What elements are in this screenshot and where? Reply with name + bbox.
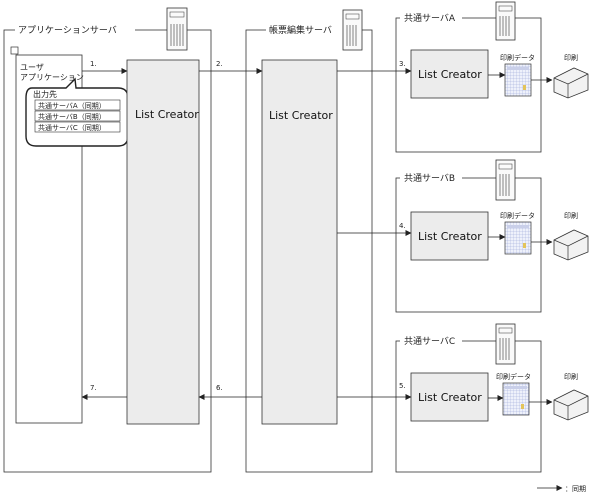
shared-c-list-creator-label: List Creator [418,391,482,404]
report-server-frame: 帳票編集サーバ [245,24,373,473]
output-dest-item-c: 共通サーバC（同期） [38,123,106,132]
shared-server-b-frame: 共通サーバB [395,172,542,313]
shared-c-printer-icon [553,389,589,421]
step-label-2: 2. [216,60,223,68]
app-server-icon [166,7,188,51]
step-label-3: 3. [399,60,406,68]
output-dest-title: 出力先 [33,89,57,99]
shared-server-b-icon [495,159,516,201]
report-list-creator-bar: List Creator [261,59,338,425]
step-label-5: 5. [399,382,406,390]
app-list-creator-bar: List Creator [126,59,200,425]
report-server-icon [342,9,363,51]
shared-b-print-document-icon [504,221,532,255]
shared-server-a-frame: 共通サーバA [395,12,542,153]
shared-b-printer-icon [553,229,589,261]
shared-b-list-creator-label: List Creator [418,230,482,243]
shared-c-print-document-icon [502,382,530,416]
shared-b-print-data-label: 印刷データ [500,211,535,220]
output-dest-item-a: 共通サーバA（同期） [38,101,106,110]
legend: ：同期 [537,485,586,493]
shared-server-a-icon [495,1,516,41]
shared-c-print-label: 印刷 [564,373,578,381]
shared-server-b-label: 共通サーバB [404,173,455,184]
shared-a-print-data-label: 印刷データ [500,53,535,62]
output-destination-callout: 出力先 共通サーバA（同期） 共通サーバB（同期） 共通サーバC（同期） [25,77,129,147]
shared-server-c-label: 共通サーバC [404,336,455,347]
app-server-frame: アプリケーションサーバ [3,24,212,473]
shared-b-print-label: 印刷 [564,212,578,220]
flow-arrows [81,68,553,405]
shared-a-print-label: 印刷 [564,54,578,62]
step-label-4: 4. [399,222,406,230]
user-app-label-line2: アプリケーション [20,73,84,82]
shared-server-c-frame: 共通サーバC [395,335,542,473]
shared-b-list-creator-box: List Creator [410,211,489,261]
user-app-label-line1: ユーザ [20,63,44,72]
report-list-creator-label: List Creator [269,109,333,122]
step-label-7: 7. [90,384,97,392]
shared-c-print-data-label: 印刷データ [496,372,531,381]
step-label-6: 6. [216,384,223,392]
shared-c-list-creator-box: List Creator [410,372,489,422]
shared-a-printer-icon [553,67,589,99]
shared-server-a-label: 共通サーバA [404,13,456,24]
report-server-label: 帳票編集サーバ [269,24,332,36]
app-server-label: アプリケーションサーバ [18,25,117,36]
shared-a-list-creator-label: List Creator [418,68,482,81]
step-label-1: 1. [90,60,97,68]
shared-server-c-icon [495,323,516,365]
shared-a-list-creator-box: List Creator [410,49,489,99]
app-list-creator-label: List Creator [135,108,199,121]
legend-sync-label: ：同期 [565,485,586,493]
shared-a-print-document-icon [504,63,532,97]
output-dest-item-b: 共通サーバB（同期） [38,112,106,121]
